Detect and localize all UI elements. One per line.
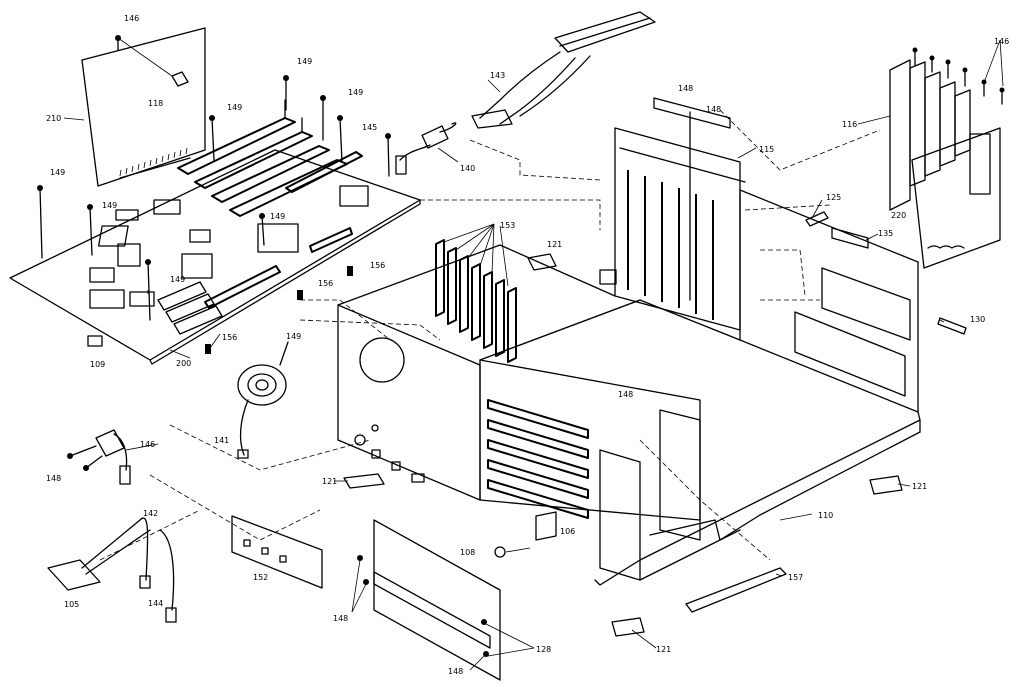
callout-118: 118 — [148, 99, 163, 108]
callout-141: 141 — [214, 436, 229, 445]
callout-135: 135 — [878, 229, 893, 238]
callout-121: 121 — [912, 482, 927, 491]
feet-and-rail — [343, 253, 903, 637]
callout-149: 149 — [348, 88, 363, 97]
callout-109: 109 — [90, 360, 105, 369]
callout-156: 156 — [222, 333, 237, 342]
callout-128: 128 — [536, 645, 551, 654]
callout-149: 149 — [270, 212, 285, 221]
callout-149: 149 — [286, 332, 301, 341]
callout-105: 105 — [64, 600, 79, 609]
callout-130: 130 — [970, 315, 985, 324]
callout-156: 156 — [318, 279, 333, 288]
assembly-guide-lines — [99, 109, 881, 561]
riser-cards-153 — [435, 239, 517, 363]
callout-149: 149 — [227, 103, 242, 112]
callout-148: 148 — [333, 614, 348, 623]
speaker-141 — [237, 341, 289, 459]
screws-146 — [912, 47, 1005, 105]
ribbon-cable-143 — [471, 11, 656, 129]
callout-148: 148 — [448, 667, 463, 676]
callout-121: 121 — [656, 645, 671, 654]
callout-leaders — [63, 39, 1004, 671]
callout-146: 146 — [124, 14, 139, 23]
callout-110: 110 — [818, 511, 833, 520]
callout-200: 200 — [176, 359, 191, 368]
callout-labels: 146 149 149 149 118 210 149 149 149 149 … — [46, 14, 1009, 676]
callout-148: 148 — [678, 84, 693, 93]
small-parts — [805, 211, 967, 335]
callout-210: 210 — [46, 114, 61, 123]
callout-140: 140 — [460, 164, 475, 173]
callout-115: 115 — [759, 145, 774, 154]
callout-142: 142 — [143, 509, 158, 518]
cover-plate-152 — [231, 515, 323, 589]
callout-149: 149 — [297, 57, 312, 66]
callout-156: 156 — [370, 261, 385, 270]
callout-145: 145 — [362, 123, 377, 132]
screws-149 — [37, 35, 391, 321]
callout-121: 121 — [322, 477, 337, 486]
slot-bracket-115 — [599, 97, 746, 331]
chassis-110 — [337, 189, 921, 586]
led-cable-assembly — [47, 517, 177, 623]
callout-148: 148 — [46, 474, 61, 483]
callout-143: 143 — [490, 71, 505, 80]
callout-121: 121 — [547, 240, 562, 249]
callout-153: 153 — [500, 221, 515, 230]
callout-149: 149 — [170, 275, 185, 284]
expansion-card-220 — [889, 47, 1005, 269]
callout-125: 125 — [826, 193, 841, 202]
callout-220: 220 — [891, 211, 906, 220]
callout-157: 157 — [788, 573, 803, 582]
callout-149: 149 — [102, 201, 117, 210]
callout-146: 146 — [994, 37, 1009, 46]
switch-assembly-146 — [67, 429, 131, 485]
callout-106: 106 — [560, 527, 575, 536]
expansion-slots — [177, 99, 363, 217]
callout-116: 116 — [842, 120, 857, 129]
callout-148: 148 — [706, 105, 721, 114]
blank-panels-128 — [357, 519, 501, 681]
callout-144: 144 — [148, 599, 163, 608]
callout-152: 152 — [253, 573, 268, 582]
callout-148: 148 — [618, 390, 633, 399]
memory-strips — [157, 281, 223, 335]
adapter-card-210 — [81, 27, 206, 187]
callout-108: 108 — [460, 548, 475, 557]
motherboard-200 — [9, 35, 421, 365]
callout-146: 146 — [140, 440, 155, 449]
power-connector-140 — [395, 122, 457, 175]
callout-149: 149 — [50, 168, 65, 177]
